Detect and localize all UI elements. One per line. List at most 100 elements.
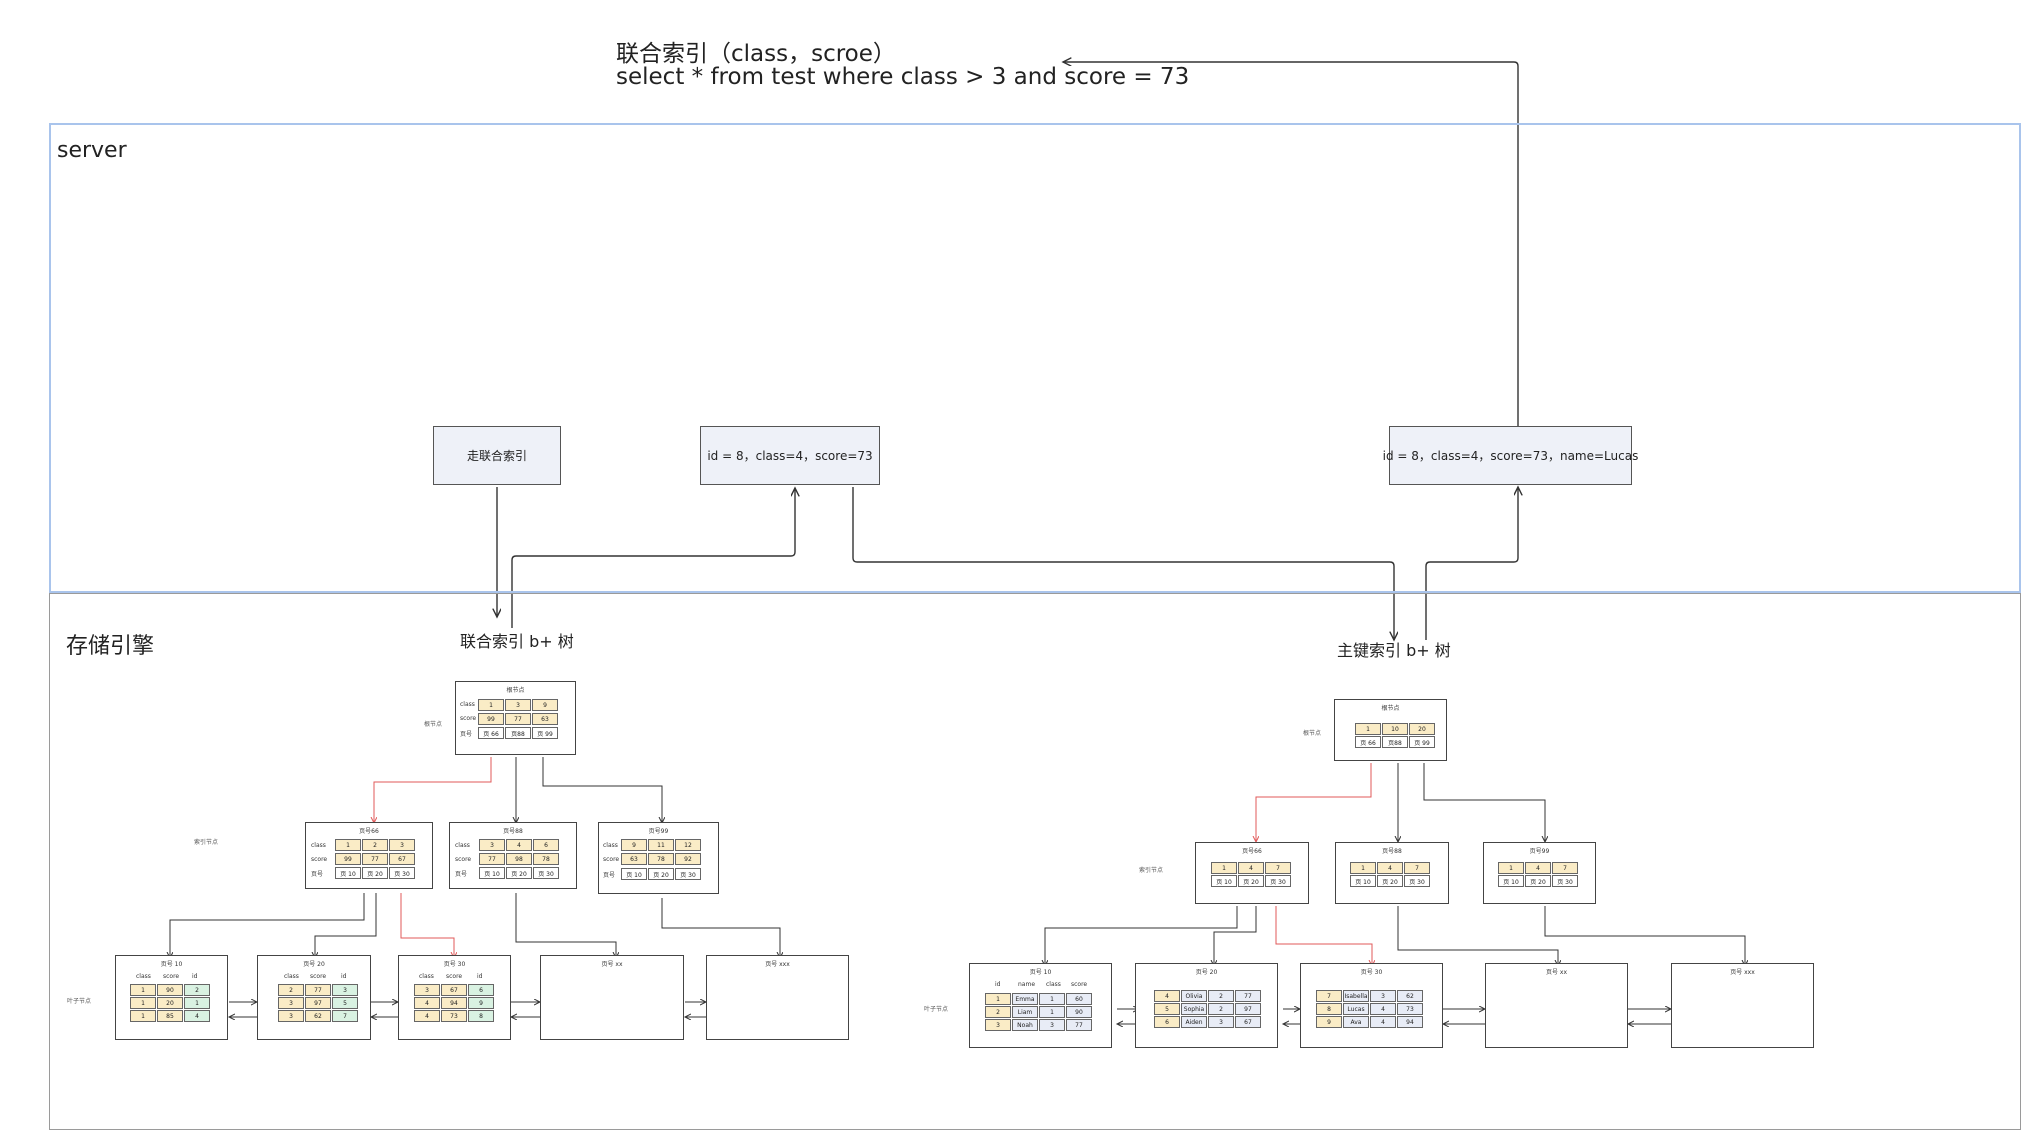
pointer-cell: 页 10	[1211, 875, 1237, 887]
column-header: score	[1071, 981, 1088, 988]
data-cell: Emma	[1012, 993, 1038, 1005]
pointer-cell: 页 99	[532, 727, 558, 739]
data-cell: 60	[1066, 993, 1092, 1005]
data-cell: 62	[1397, 990, 1423, 1002]
primary-leaf-node: 页号 30 7 Isabella 3 62 8 Lucas 4 73 9 Ava…	[1300, 963, 1443, 1048]
data-cell: 1	[130, 997, 156, 1009]
row-label: 页号	[311, 871, 324, 878]
node-title: 页号 20	[1195, 969, 1218, 976]
data-cell: 67	[1235, 1016, 1261, 1028]
composite-internal-node: 页号99 class score 页号 9 11 12 63 78 92 页 1…	[598, 822, 719, 894]
key-cell: 11	[648, 839, 674, 851]
data-cell: 3	[985, 1019, 1011, 1031]
column-header: class	[419, 973, 434, 980]
key-cell: 63	[621, 853, 647, 865]
key-cell: 77	[505, 713, 531, 725]
key-cell: 2	[362, 839, 388, 851]
column-header: id	[341, 973, 347, 980]
key-cell: 92	[675, 853, 701, 865]
pointer-cell: 页 10	[1498, 875, 1524, 887]
data-cell: 7	[332, 1010, 358, 1022]
key-cell: 12	[675, 839, 701, 851]
data-cell: Liam	[1012, 1006, 1038, 1018]
data-cell: 4	[1370, 1003, 1396, 1015]
node-title: 页号99	[648, 828, 669, 835]
data-cell: 5	[332, 997, 358, 1009]
primary-tree-label: 主键索引 b+ 树	[1337, 641, 1451, 660]
pointer-cell: 页 10	[479, 867, 505, 879]
node-title: 根节点	[506, 687, 525, 694]
data-cell: 2	[184, 984, 210, 996]
data-cell: 3	[1208, 1016, 1234, 1028]
row-label: class	[460, 701, 475, 708]
composite-leaf-node: 页号 xxx	[706, 955, 849, 1040]
node-title: 页号88	[503, 828, 523, 835]
node-title: 页号 xx	[1545, 969, 1567, 976]
data-cell: Noah	[1012, 1019, 1038, 1031]
pointer-cell: 页 20	[362, 867, 388, 879]
data-cell: 3	[278, 1010, 304, 1022]
data-cell: 90	[157, 984, 183, 996]
node-title: 页号99	[1529, 848, 1550, 855]
key-cell: 99	[335, 853, 361, 865]
key-cell: 98	[506, 853, 532, 865]
data-cell: 3	[414, 984, 440, 996]
composite-tree-label: 联合索引 b+ 树	[460, 632, 574, 651]
key-cell: 1	[1498, 862, 1524, 874]
data-cell: 77	[1066, 1019, 1092, 1031]
query-sql-caption: select * from test where class > 3 and s…	[616, 64, 1190, 90]
node-title: 页号66	[359, 828, 379, 835]
node-title: 页号 30	[1360, 969, 1383, 976]
leaf-side-note: 叶子节点	[67, 998, 92, 1005]
row-label: 页号	[603, 872, 616, 879]
key-cell: 1	[335, 839, 361, 851]
node-title: 根节点	[1381, 705, 1400, 712]
data-cell: 4	[1370, 1016, 1396, 1028]
data-cell: 4	[1154, 990, 1180, 1002]
internal-side-note: 索引节点	[1139, 867, 1164, 874]
flow-arrow	[852, 487, 1394, 640]
data-cell: 9	[468, 997, 494, 1009]
node-title: 页号 xxx	[1730, 969, 1755, 976]
data-cell: Aiden	[1181, 1016, 1207, 1028]
key-cell: 1	[1355, 723, 1381, 735]
column-header: id	[192, 973, 198, 980]
key-cell: 20	[1409, 723, 1435, 735]
key-cell: 4	[1238, 862, 1264, 874]
column-header: class	[136, 973, 151, 980]
server-label: server	[57, 138, 127, 163]
primary-leaf-node: 页号 xxx	[1671, 963, 1814, 1048]
data-cell: 7	[1316, 990, 1342, 1002]
column-header: score	[163, 973, 180, 980]
node-title: 页号66	[1242, 848, 1262, 855]
key-cell: 7	[1552, 862, 1578, 874]
use-index-step: 走联合索引	[433, 426, 561, 485]
column-header: class	[1046, 981, 1061, 988]
row-label: class	[603, 842, 618, 849]
root-side-note: 根节点	[1303, 730, 1322, 737]
primary-internal-node: 页号99 1 4 7 页 10 页 20 页 30	[1483, 842, 1596, 904]
row-label: score	[460, 715, 477, 722]
data-cell: 94	[1397, 1016, 1423, 1028]
data-cell: 97	[305, 997, 331, 1009]
data-cell: 1	[184, 997, 210, 1009]
data-cell: 3	[278, 997, 304, 1009]
data-cell: Olivia	[1181, 990, 1207, 1002]
server-region	[49, 123, 2021, 593]
data-cell: 67	[441, 984, 467, 996]
key-cell: 99	[478, 713, 504, 725]
pointer-cell: 页 10	[621, 868, 647, 880]
internal-side-note: 索引节点	[194, 839, 219, 846]
column-header: score	[446, 973, 463, 980]
key-cell: 1	[478, 699, 504, 711]
node-title: 页号 10	[160, 961, 183, 968]
data-cell: 3	[1370, 990, 1396, 1002]
composite-internal-node: 页号66 class score 页号 1 2 3 99 77 67 页 10 …	[305, 822, 433, 889]
row-label: score	[603, 856, 620, 863]
node-title: 页号 30	[443, 961, 466, 968]
root-side-note: 根节点	[424, 721, 443, 728]
pk-result-step: id = 8，class=4，score=73，name=Lucas	[1383, 426, 1638, 485]
data-cell: 4	[414, 1010, 440, 1022]
data-cell: 3	[332, 984, 358, 996]
